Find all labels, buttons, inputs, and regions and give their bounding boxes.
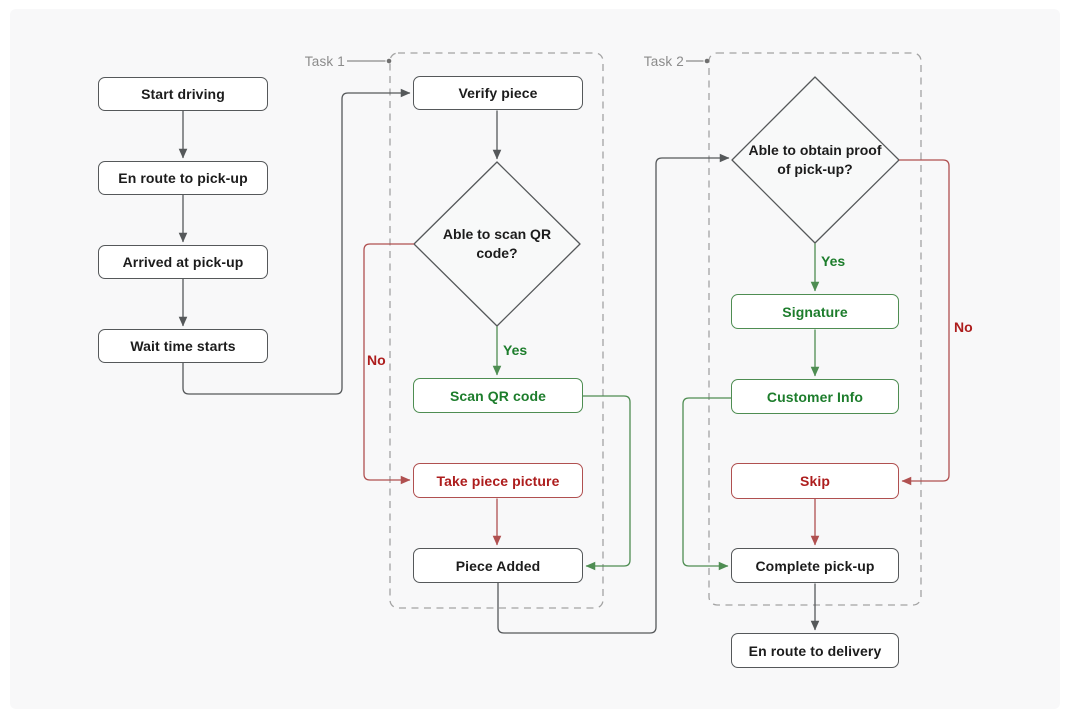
edge-decision1-no-to-takepicture <box>363 243 414 485</box>
node-en-route-to-pickup: En route to pick-up <box>98 161 268 195</box>
edge-label-task2-yes: Yes <box>821 253 846 269</box>
node-wait-time-starts: Wait time starts <box>98 329 268 363</box>
edge-scanqr-to-pieceadded <box>583 395 631 571</box>
edge-label-task1-yes: Yes <box>503 342 528 358</box>
node-scan-qr-code: Scan QR code <box>413 378 583 413</box>
decision-scan-qr-shape <box>413 161 581 327</box>
node-signature: Signature <box>731 294 899 329</box>
node-take-piece-picture: Take piece picture <box>413 463 583 498</box>
edge-wait-to-verify <box>182 88 411 395</box>
edge-customerinfo-to-complete <box>682 397 731 571</box>
edge-label-task1-no: No <box>367 352 386 368</box>
node-customer-info: Customer Info <box>731 379 899 414</box>
edge-pieceadded-to-decision2 <box>497 153 730 634</box>
decision-proof-pickup-shape <box>731 76 900 244</box>
node-piece-added: Piece Added <box>413 548 583 583</box>
node-en-route-to-delivery: En route to delivery <box>731 633 899 668</box>
edge-decision2-no-to-skip <box>899 159 950 486</box>
node-arrived-at-pickup: Arrived at pick-up <box>98 245 268 279</box>
node-start-driving: Start driving <box>98 77 268 111</box>
task1-group-label: Task 1 <box>304 54 345 69</box>
node-skip: Skip <box>731 463 899 499</box>
node-complete-pickup: Complete pick-up <box>731 548 899 583</box>
task2-label-dot <box>704 58 710 64</box>
task1-label-dot <box>386 58 392 64</box>
decision-proof-pickup-label: Able to obtain proof of pick-up? <box>748 142 882 177</box>
edge-label-task2-no: No <box>954 319 973 335</box>
task1-group-box <box>389 52 604 609</box>
task2-group-label: Task 2 <box>643 54 684 69</box>
node-verify-piece: Verify piece <box>413 76 583 110</box>
decision-scan-qr-label: Able to scan QR code? <box>442 226 552 261</box>
